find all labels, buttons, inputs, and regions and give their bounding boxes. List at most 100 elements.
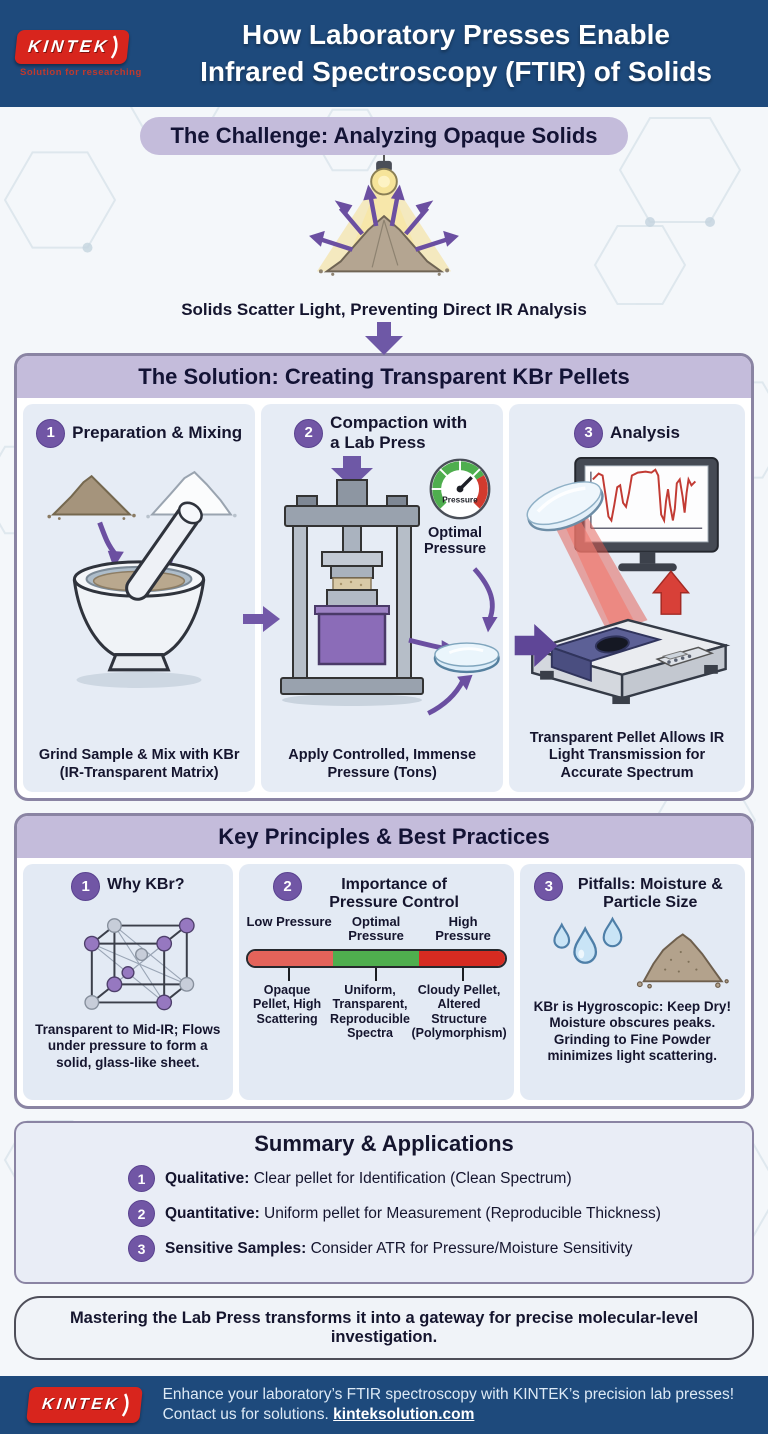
item-text: Uniform pellet for Measurement (Reproduc… bbox=[264, 1204, 661, 1222]
scale-zone-label-high: High Pressure bbox=[435, 913, 491, 944]
logo-text: KINTEK bbox=[41, 1396, 121, 1413]
scale-ticks bbox=[246, 967, 507, 981]
summary-item-quantitative: 2 Quantitative: Uniform pellet for Measu… bbox=[128, 1200, 752, 1227]
lab-press-illustration bbox=[280, 456, 425, 706]
summary-panel: Summary & Applications 1 Qualitative: Cl… bbox=[14, 1121, 754, 1284]
card-title: Pitfalls: Moisture & Particle Size bbox=[577, 876, 723, 912]
page-title-line2: Infrared Spectroscopy (FTIR) of Solids bbox=[200, 55, 712, 87]
principles-cards: 1 Why KBr? bbox=[17, 858, 751, 1106]
scale-result-low: Opaque Pellet, High Scattering bbox=[253, 982, 322, 1026]
signal-up-arrow-icon bbox=[651, 570, 691, 615]
high-pressure-zone bbox=[418, 950, 505, 966]
logo-tagline: Solution for researching bbox=[20, 66, 142, 78]
hydraulic-cylinder-icon bbox=[318, 612, 387, 666]
card-why-kbr: 1 Why KBr? bbox=[23, 864, 233, 1100]
principles-panel: Key Principles & Best Practices 1 Why KB… bbox=[14, 813, 754, 1109]
header-banner: KINTEK Solution for researching How Labo… bbox=[0, 0, 768, 107]
kintek-logo-badge: KINTEK bbox=[14, 29, 131, 64]
challenge-title-pill: The Challenge: Analyzing Opaque Solids bbox=[140, 117, 628, 155]
step-title: Analysis bbox=[610, 423, 680, 443]
crystal-lattice-icon bbox=[83, 917, 195, 1011]
summary-item-qualitative: 1 Qualitative: Clear pellet for Identifi… bbox=[128, 1165, 752, 1192]
card-text: Transparent to Mid-IR; Flows under press… bbox=[35, 1022, 221, 1070]
pellet-to-instrument-arrow-icon bbox=[514, 623, 558, 667]
item-number-badge: 3 bbox=[128, 1235, 155, 1262]
ftir-spectrometer-body-icon bbox=[527, 618, 731, 705]
page-title: How Laboratory Presses Enable Infrared S… bbox=[168, 17, 752, 90]
flow-arrows-icon bbox=[408, 567, 495, 716]
item-text: Clear pellet for Identification (Clean S… bbox=[253, 1169, 572, 1187]
solution-panel: The Solution: Creating Transparent KBr P… bbox=[14, 353, 754, 801]
step-caption: Grind Sample & Mix with KBr (IR-Transpar… bbox=[38, 747, 240, 781]
logo-text: KINTEK bbox=[27, 36, 111, 56]
scale-result-high: Cloudy Pellet, Altered Structure (Polymo… bbox=[411, 982, 507, 1040]
card-number-badge: 1 bbox=[71, 872, 101, 901]
challenge-section: The Challenge: Analyzing Opaque Solids bbox=[0, 107, 768, 355]
powder-pile-icon bbox=[318, 214, 450, 276]
light-scattering-illustration bbox=[309, 155, 459, 276]
item-label: Qualitative: bbox=[165, 1169, 250, 1187]
press-down-arrow-icon bbox=[331, 456, 374, 488]
principles-title: Key Principles & Best Practices bbox=[17, 816, 751, 858]
pressure-gauge-icon: Pressure bbox=[429, 458, 491, 520]
ftir-spectrum-trace bbox=[592, 468, 697, 524]
monitor-icon bbox=[574, 456, 719, 572]
low-pressure-zone bbox=[247, 950, 334, 966]
step1-to-step2-arrow-icon bbox=[243, 606, 280, 632]
gauge-caption: Optimal Pressure bbox=[423, 525, 487, 557]
footer: KINTEK Enhance your laboratory’s FTIR sp… bbox=[0, 1376, 768, 1434]
card-title: Importance of Pressure Control bbox=[329, 876, 459, 912]
transparent-pellet-icon bbox=[526, 481, 604, 532]
card-pitfalls: 3 Pitfalls: Moisture & Particle Size bbox=[519, 864, 745, 1100]
step-2-compaction: 2 Compaction with a Lab Press bbox=[261, 404, 503, 792]
scatter-arrows-icon bbox=[309, 184, 459, 252]
pressure-scale: Low Pressure Optimal Pressure High Press… bbox=[245, 913, 507, 1041]
step-caption: Apply Controlled, Immense Pressure (Tons… bbox=[288, 747, 477, 781]
card-text: KBr is Hygroscopic: Keep Dry! Moisture o… bbox=[533, 998, 731, 1064]
card-pressure-control: 2 Importance of Pressure Control Low Pre… bbox=[238, 864, 514, 1100]
item-number-badge: 2 bbox=[128, 1200, 155, 1227]
step-number-badge: 2 bbox=[294, 418, 324, 448]
footer-link[interactable]: kinteksolution.com bbox=[333, 1406, 475, 1423]
moisture-and-powder-icon bbox=[553, 916, 730, 989]
step-title: Compaction with a Lab Press bbox=[330, 413, 468, 452]
gauge-label: Pressure bbox=[442, 496, 478, 505]
card-title: Why KBr? bbox=[107, 876, 185, 893]
scale-zone-label-optimal: Optimal Pressure bbox=[348, 913, 404, 944]
card-number-badge: 2 bbox=[273, 872, 303, 901]
pressure-scale-bar bbox=[245, 948, 507, 968]
item-text: Consider ATR for Pressure/Moisture Sensi… bbox=[310, 1239, 633, 1257]
spectrometer-illustration bbox=[514, 456, 731, 705]
brand-logo: KINTEK Solution for researching bbox=[14, 29, 158, 78]
sample-port-icon bbox=[594, 635, 630, 654]
summary-item-sensitive-samples: 3 Sensitive Samples: Consider ATR for Pr… bbox=[128, 1235, 752, 1262]
summary-title: Summary & Applications bbox=[254, 1131, 514, 1156]
card-number-badge: 3 bbox=[534, 872, 564, 901]
optimal-pressure-zone bbox=[333, 950, 419, 966]
footer-kintek-logo: KINTEK bbox=[26, 1387, 143, 1423]
kbr-powder-pile-icon bbox=[146, 470, 237, 519]
logo-swoosh-icon bbox=[121, 1393, 129, 1417]
mortar-bowl-icon bbox=[72, 560, 206, 672]
page-title-line1: How Laboratory Presses Enable bbox=[242, 19, 670, 51]
footer-text: Enhance your laboratory’s FTIR spectrosc… bbox=[163, 1385, 740, 1425]
scale-result-optimal: Uniform, Transparent, Reproducible Spect… bbox=[330, 982, 410, 1040]
keypad-icon bbox=[655, 646, 715, 667]
mortar-pestle-illustration bbox=[47, 470, 237, 688]
item-label: Sensitive Samples: bbox=[165, 1239, 307, 1257]
step-3-analysis: 3 Analysis bbox=[509, 404, 745, 792]
step-1-preparation: 1 Preparation & Mixing bbox=[23, 404, 256, 792]
step-caption: Transparent Pellet Allows IR Light Trans… bbox=[529, 729, 725, 781]
challenge-caption: Solids Scatter Light, Preventing Direct … bbox=[181, 300, 587, 319]
conclusion-banner: Mastering the Lab Press transforms it in… bbox=[14, 1296, 754, 1360]
step-number-badge: 1 bbox=[36, 418, 66, 448]
scale-zone-label-low: Low Pressure bbox=[246, 913, 332, 929]
solution-title: The Solution: Creating Transparent KBr P… bbox=[17, 356, 751, 398]
step-number-badge: 3 bbox=[574, 418, 604, 448]
water-droplets-icon bbox=[553, 916, 623, 964]
down-arrow-icon bbox=[365, 322, 403, 355]
step-title: Preparation & Mixing bbox=[72, 423, 243, 443]
solution-steps: 1 Preparation & Mixing bbox=[17, 398, 751, 798]
item-label: Quantitative: bbox=[165, 1204, 260, 1222]
